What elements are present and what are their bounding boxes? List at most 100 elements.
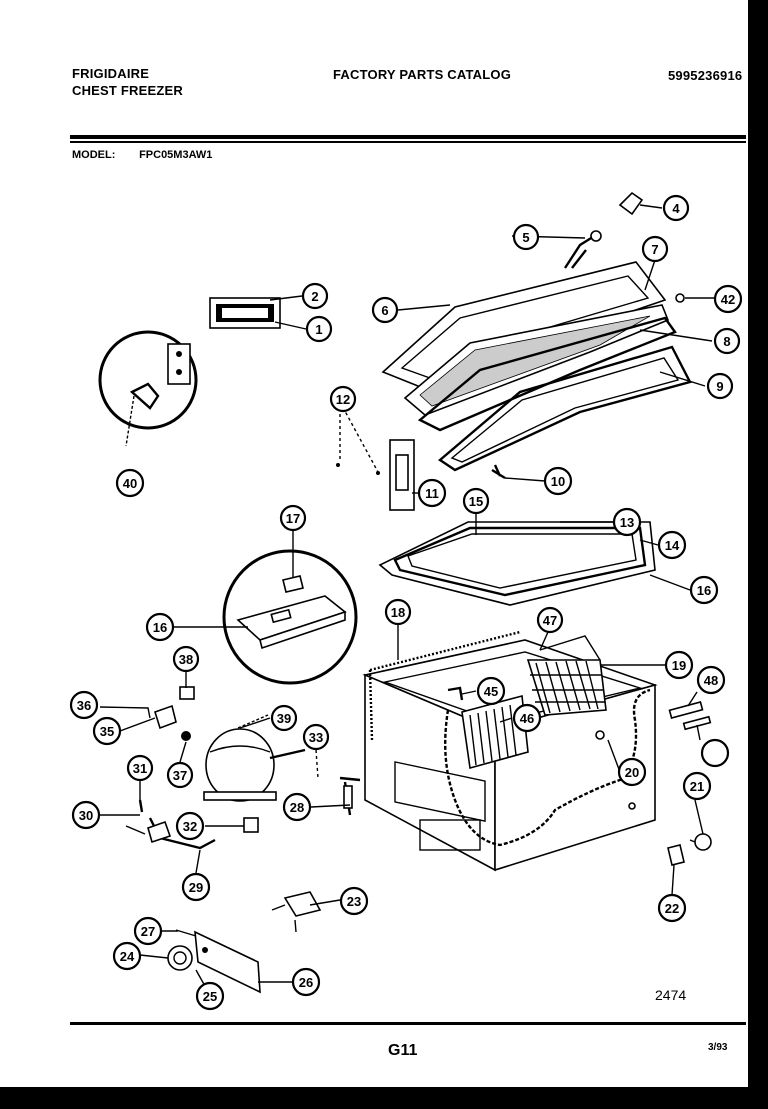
header-rule-thin [70,141,746,143]
callout-9: 9 [706,372,734,400]
svg-text:20: 20 [625,765,639,780]
detail-drain-cover [222,549,358,685]
leader-lines [100,204,715,996]
callout-33: 33 [302,723,330,751]
svg-text:26: 26 [299,975,313,990]
callout-43: 45 [476,676,506,706]
svg-text:5: 5 [522,230,529,245]
svg-text:23: 23 [347,894,361,909]
svg-text:33: 33 [309,730,323,745]
svg-text:28: 28 [290,800,304,815]
svg-text:42: 42 [721,292,735,307]
svg-text:30: 30 [79,808,93,823]
detail-thermostat-knob [98,330,198,447]
callout-38: 38 [172,645,200,673]
callout-25: 25 [195,981,225,1011]
model-row: MODEL: FPC05M3AW1 [72,149,212,161]
callout-39: 39 [270,704,298,732]
callout-45: 46 [512,703,542,733]
svg-text:13: 13 [620,515,634,530]
compressor [203,714,306,802]
callout-32: 32 [175,811,205,841]
hinge-slot [395,454,409,491]
svg-text:12: 12 [336,392,350,407]
cabinet [362,630,712,872]
callout-7: 7 [641,235,669,263]
hinge-screw [336,463,340,467]
callout-27: 27 [133,916,163,946]
callout-22: 22 [657,893,687,923]
svg-text:16: 16 [697,583,711,598]
callout-30: 30 [71,800,101,830]
callout-8: 8 [713,327,741,355]
footer-rule [70,1022,746,1025]
svg-text:36: 36 [77,698,91,713]
breaker-frame [378,521,656,606]
svg-text:37: 37 [173,768,187,783]
lid-handle [563,233,597,269]
callout-29: 29 [181,872,211,902]
callout-5: 5 [512,223,540,251]
callout-20: 20 [617,757,647,787]
vent-grille [461,694,529,770]
svg-text:35: 35 [100,724,114,739]
page-date: 3/93 [708,1042,728,1053]
callout-46: 47 [536,606,564,634]
callout-26: 26 [291,967,321,997]
lid-panel-inner [450,357,680,463]
page-code: G11 [388,1042,418,1059]
model-number: FPC05M3AW1 [139,149,213,161]
callout-24: 24 [112,941,142,971]
svg-text:38: 38 [179,652,193,667]
svg-text:9: 9 [716,379,723,394]
lid-screw [675,293,685,303]
svg-text:25: 25 [203,989,217,1004]
callout-17: 17 [279,504,307,532]
callout-4: 4 [662,194,690,222]
callout-42: 42 [713,284,743,314]
catalog-part-number: 5995236916 [668,68,743,83]
gasket-screw [491,464,506,480]
svg-text:31: 31 [133,761,147,776]
model-label: MODEL: [72,149,116,161]
lock-cap [618,191,644,216]
header-rule-thick [70,135,746,139]
hinge-screw-lines [339,401,379,473]
diagram-number: 2474 [655,987,687,1003]
callout-40: 40 [115,468,145,498]
svg-text:4: 4 [672,201,680,216]
callout-31: 31 [126,754,154,782]
hinge-shim [668,701,704,719]
callout-11: 11 [417,478,447,508]
hinge-screw [376,471,380,475]
exploded-view-drawing: 4 5 7 2 42 6 1 8 9 12 10 40 11 15 17 13 … [69,191,743,1011]
callout-23: 23 [339,886,369,916]
callout-35: 35 [92,716,122,746]
svg-text:29: 29 [189,880,203,895]
callout-48 [700,738,730,768]
svg-text:27: 27 [141,924,155,939]
svg-text:39: 39 [277,711,291,726]
svg-text:24: 24 [120,949,135,964]
svg-text:14: 14 [665,538,680,553]
callout-12: 12 [329,385,357,413]
grommet-32 [243,817,259,833]
callout-18: 19 [664,650,694,680]
svg-text:17: 17 [286,511,300,526]
drier-28 [339,776,361,816]
hinge [389,439,415,511]
svg-text:10: 10 [551,474,565,489]
svg-text:7: 7 [651,242,658,257]
svg-text:8: 8 [723,334,730,349]
svg-text:46: 46 [520,711,534,726]
callout-36: 36 [69,690,99,720]
cord-bracket [167,929,261,994]
parts-diagram-sheet: FRIGIDAIRE CHEST FREEZER FACTORY PARTS C… [0,0,748,1087]
svg-text:16: 16 [153,620,167,635]
svg-text:47: 47 [543,613,557,628]
svg-text:6: 6 [381,303,388,318]
relay-overload [99,686,195,741]
svg-text:18: 18 [391,605,405,620]
svg-text:1: 1 [315,322,322,337]
lid-gasket [417,316,677,432]
